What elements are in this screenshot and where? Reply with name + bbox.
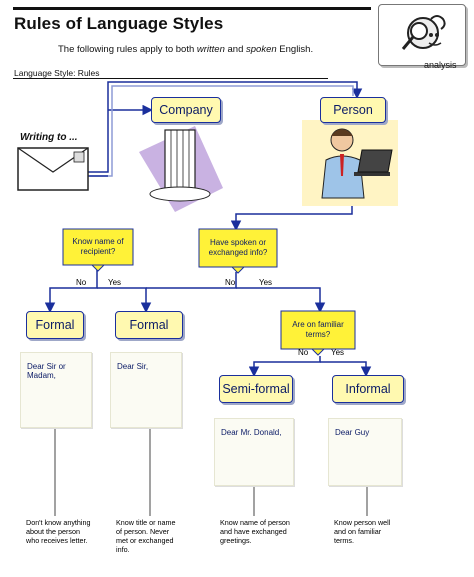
letter-envelope: Writing to ... [16,126,96,196]
branch-no-label: No [298,348,309,357]
condition-informal: Know person well and on familiar terms. [328,498,404,564]
style-node-formal-2: Formal [115,311,183,339]
breadcrumb-rule [13,78,328,79]
style-node-informal: Informal [332,375,404,403]
condition-formal-1: Don't know anything about the person who… [20,498,96,564]
greeting-text: Dear Guy [335,428,370,437]
decision-familiar-text: Are on familiar terms? [292,320,344,339]
decision-recipient [62,228,134,272]
person-at-laptop-icon [321,128,393,199]
branch-yes-label: Yes [108,278,122,287]
office-building-icon [139,126,223,212]
person-illustration [302,120,398,206]
company-building-illustration [135,118,227,214]
style-node-formal-1: Formal [26,311,84,339]
header-rule [13,7,371,10]
decision-spoken-text: Have spoken or exchanged info? [208,238,268,257]
greeting-text: Dear Mr. Donald, [221,428,282,437]
writing-to-label: Writing to ... [20,132,78,143]
style-node-semi-formal: Semi-formal [219,375,293,403]
company-node: Company [151,97,221,123]
decision-familiar [280,310,356,356]
greeting-card-semi-formal: Dear Mr. Donald, [214,418,294,486]
greeting-card-informal: Dear Guy [328,418,402,486]
branch-no-label: No [76,278,87,287]
greeting-text: Dear Sir or Madam, [27,362,66,380]
analysis-logo [378,4,466,66]
branch-yes-label: Yes [259,278,273,287]
condition-text: Know title or name of person. Never met … [116,518,176,554]
logo-caption: analysis [424,60,457,70]
branch-no-label: No [225,278,236,287]
branch-yes-label: Yes [331,348,345,357]
decision-shape [62,228,134,272]
condition-formal-2: Know title or name of person. Never met … [110,498,186,564]
envelope-icon [17,147,89,191]
condition-text: Don't know anything about the person who… [26,518,91,545]
decision-shape [280,310,356,356]
magnifier-character-icon [401,15,446,50]
greeting-card-formal-2: Dear Sir, [110,352,182,428]
decision-spoken [198,228,278,274]
condition-text: Know name of person and have exchanged g… [220,518,290,545]
greeting-text: Dear Sir, [117,362,149,371]
greeting-card-formal-1: Dear Sir or Madam, [20,352,92,428]
decision-recipient-text: Know name of recipient? [72,237,124,256]
breadcrumb: Language Style: Rules [14,68,100,78]
page-title: Rules of Language Styles [14,14,224,33]
condition-text: Know person well and on familiar terms. [334,518,391,545]
decision-shape [198,228,278,274]
condition-semi-formal: Know name of person and have exchanged g… [214,498,294,564]
page-subtitle: The following rules apply to both writte… [58,44,314,55]
person-node: Person [320,97,386,123]
